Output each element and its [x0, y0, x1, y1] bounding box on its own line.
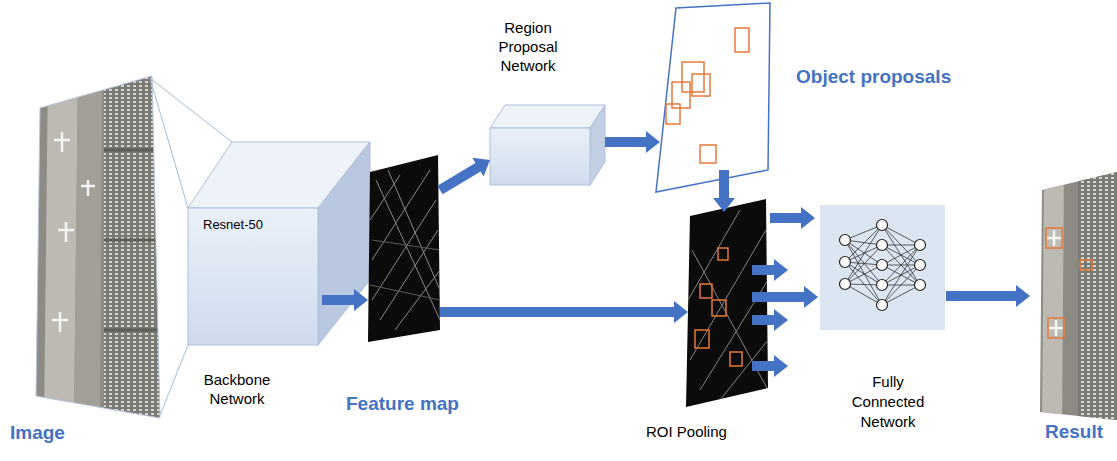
- flow-arrow: [437, 158, 490, 194]
- backbone-label: Backbone Network: [192, 370, 282, 408]
- image-label-holder: Image: [10, 422, 65, 444]
- proposals-node: Object proposals: [655, 5, 770, 192]
- flow-arrow: [605, 131, 660, 153]
- flow-arrow: [713, 170, 735, 212]
- backbone-node: Resnet-50Backbone Network: [188, 142, 370, 345]
- aerial-image: [30, 70, 170, 425]
- rpn-box: [490, 105, 605, 185]
- result-label: Result: [1045, 421, 1103, 443]
- backbone-label-holder: Backbone Network: [192, 370, 282, 408]
- feature-map-node: Feature map: [368, 155, 440, 345]
- result-image: [1035, 168, 1117, 428]
- image-label: Image: [10, 422, 65, 444]
- rpn-node: Region Proposal Network: [490, 100, 605, 185]
- image-node: Image: [35, 75, 160, 420]
- feature-map-label: Feature map: [346, 393, 459, 415]
- backbone-model-name: Resnet-50: [203, 217, 263, 233]
- roi-pooling-label-holder: ROI Pooling: [646, 422, 727, 441]
- proposals-label-holder: Object proposals: [796, 66, 951, 88]
- backbone-model-name-holder: Resnet-50: [203, 217, 263, 233]
- flow-arrow: [946, 285, 1030, 307]
- rpn-label-holder: Region Proposal Network: [483, 18, 573, 75]
- roi-pooling-map: [680, 195, 775, 410]
- result-node: Result: [1030, 172, 1117, 422]
- flow-arrow: [752, 286, 818, 308]
- feature-map-label-holder: Feature map: [346, 393, 459, 415]
- fc-node: Fully Connected Network: [818, 203, 946, 331]
- proposals-label: Object proposals: [796, 66, 951, 88]
- rpn-label: Region Proposal Network: [483, 18, 573, 75]
- fully-connected-net: [820, 205, 945, 330]
- fc-label-holder: Fully Connected Network: [838, 372, 938, 432]
- roi-pooling-node: ROI Pooling: [685, 198, 770, 408]
- fc-label: Fully Connected Network: [838, 372, 938, 432]
- flow-arrow: [440, 301, 688, 323]
- backbone-cube: [188, 142, 370, 345]
- projection-lines: [150, 78, 232, 415]
- result-label-holder: Result: [1045, 421, 1103, 443]
- roi-pooling-label: ROI Pooling: [646, 422, 727, 441]
- proposals-panel: [656, 3, 770, 192]
- flow-arrow: [322, 289, 368, 311]
- feature-map-image: [360, 150, 450, 350]
